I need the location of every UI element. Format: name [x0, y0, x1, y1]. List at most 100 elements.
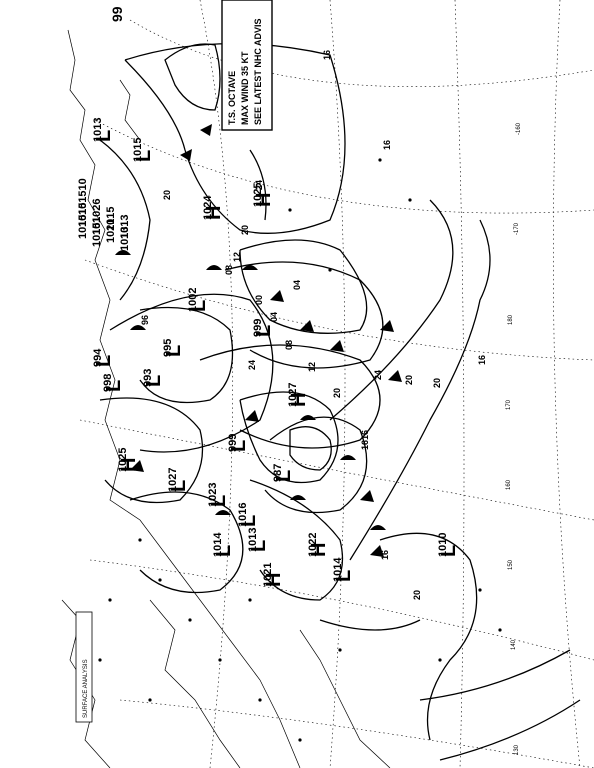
analysis-footer-box: SURFACE ANALYSIS	[75, 611, 93, 723]
longitude-labels: -160 -170 180 170 160 150 140 130	[506, 122, 522, 755]
pressure-value: 994	[92, 348, 104, 367]
low-symbol: L	[253, 325, 275, 337]
pressure-value: 1014	[332, 557, 344, 582]
isobar-label: 16	[380, 550, 390, 560]
longitude-label: 140	[511, 639, 517, 650]
stacked-value: 1015	[77, 215, 89, 239]
longitude-label: 170	[506, 399, 512, 410]
pressure-value: 1027	[287, 383, 299, 407]
pressure-value: 999	[227, 434, 239, 452]
low-symbol: L	[103, 380, 125, 392]
high-symbol: H	[263, 573, 285, 587]
longitude-label: 130	[514, 744, 520, 755]
high-symbol: H	[118, 458, 140, 472]
isobar-label: 08	[284, 340, 294, 350]
low-symbol: L	[273, 470, 295, 482]
high-symbol: H	[253, 193, 275, 207]
low-symbol: L	[93, 130, 115, 142]
longitude-label: 160	[506, 479, 512, 490]
stacked-value: 1015	[91, 223, 103, 247]
low-symbol: L	[248, 540, 270, 552]
isobar-label: 12	[232, 252, 242, 262]
low-symbol: L	[213, 545, 235, 557]
advisory-line-3: SEE LATEST NHC ADVIS	[253, 18, 263, 125]
corner-fragment: 99	[109, 6, 125, 22]
stacked-value: 1013	[119, 227, 131, 251]
isobar-label: 20	[412, 590, 422, 600]
low-symbol: L	[93, 355, 115, 367]
high-symbol: H	[288, 393, 310, 407]
isobar-label: 16	[382, 140, 392, 150]
low-symbol: L	[188, 300, 210, 312]
isobar-label: 16	[477, 355, 487, 365]
low-symbol: L	[228, 440, 250, 452]
isobar-label: 24	[373, 370, 383, 380]
pressure-value: 999	[252, 319, 264, 337]
low-symbol: L	[133, 150, 155, 162]
stacked-value: 1015	[77, 203, 89, 227]
stacked-value: 1013	[119, 215, 131, 239]
pressure-value: 1023	[207, 483, 219, 507]
longitude-label: 180	[508, 314, 514, 325]
pressure-value: 993	[142, 369, 154, 387]
stacked-value: 101510	[77, 178, 89, 215]
longitude-label: -160	[516, 122, 522, 135]
pressure-value: 1022	[307, 533, 319, 557]
longitude-label: -170	[514, 222, 520, 235]
pressure-value: 1025	[252, 183, 264, 207]
pressure-value: 995	[162, 339, 174, 357]
pressure-value: 1010	[437, 533, 449, 557]
pressure-value: 1024	[202, 195, 214, 220]
stacked-value: 1021	[105, 219, 117, 243]
pressure-value: 1014	[212, 532, 224, 557]
high-symbol: H	[308, 543, 330, 557]
pressure-value: 1025	[117, 448, 129, 472]
isobars	[99, 42, 581, 761]
graticule	[79, 0, 594, 768]
low-symbol: L	[163, 345, 185, 357]
pressure-value: 1027	[167, 468, 179, 492]
isobar-label: 12	[307, 362, 317, 372]
pressure-value: 1013	[247, 528, 259, 552]
isobar-label: 04	[269, 312, 279, 322]
isobar-label: 20	[432, 378, 442, 388]
isobar-label: 96	[140, 315, 150, 325]
high-symbol: H	[203, 206, 225, 220]
isobar-label: 20	[162, 190, 172, 200]
isobar-label: 16	[360, 430, 370, 440]
pressure-value: 1021	[262, 563, 274, 587]
low-symbol: L	[238, 515, 260, 527]
isobar-label: 16	[322, 50, 332, 60]
isobar-label: 20	[404, 375, 414, 385]
isobar-label: 24	[254, 180, 264, 190]
storm-advisory-box: T.S. OCTAVE MAX WIND 35 KT SEE LATEST NH…	[221, 0, 273, 131]
pressure-value: 998	[102, 374, 114, 392]
isobar-label: 04	[292, 280, 302, 290]
isobar-label: 24	[247, 360, 257, 370]
longitude-label: 150	[508, 559, 514, 570]
stacked-value: 1026	[91, 199, 103, 223]
low-symbol: L	[168, 480, 190, 492]
front-symbols	[115, 124, 402, 557]
isobar-label: 20	[240, 225, 250, 235]
advisory-line-1: T.S. OCTAVE	[227, 71, 237, 125]
low-symbol: L	[333, 570, 355, 582]
